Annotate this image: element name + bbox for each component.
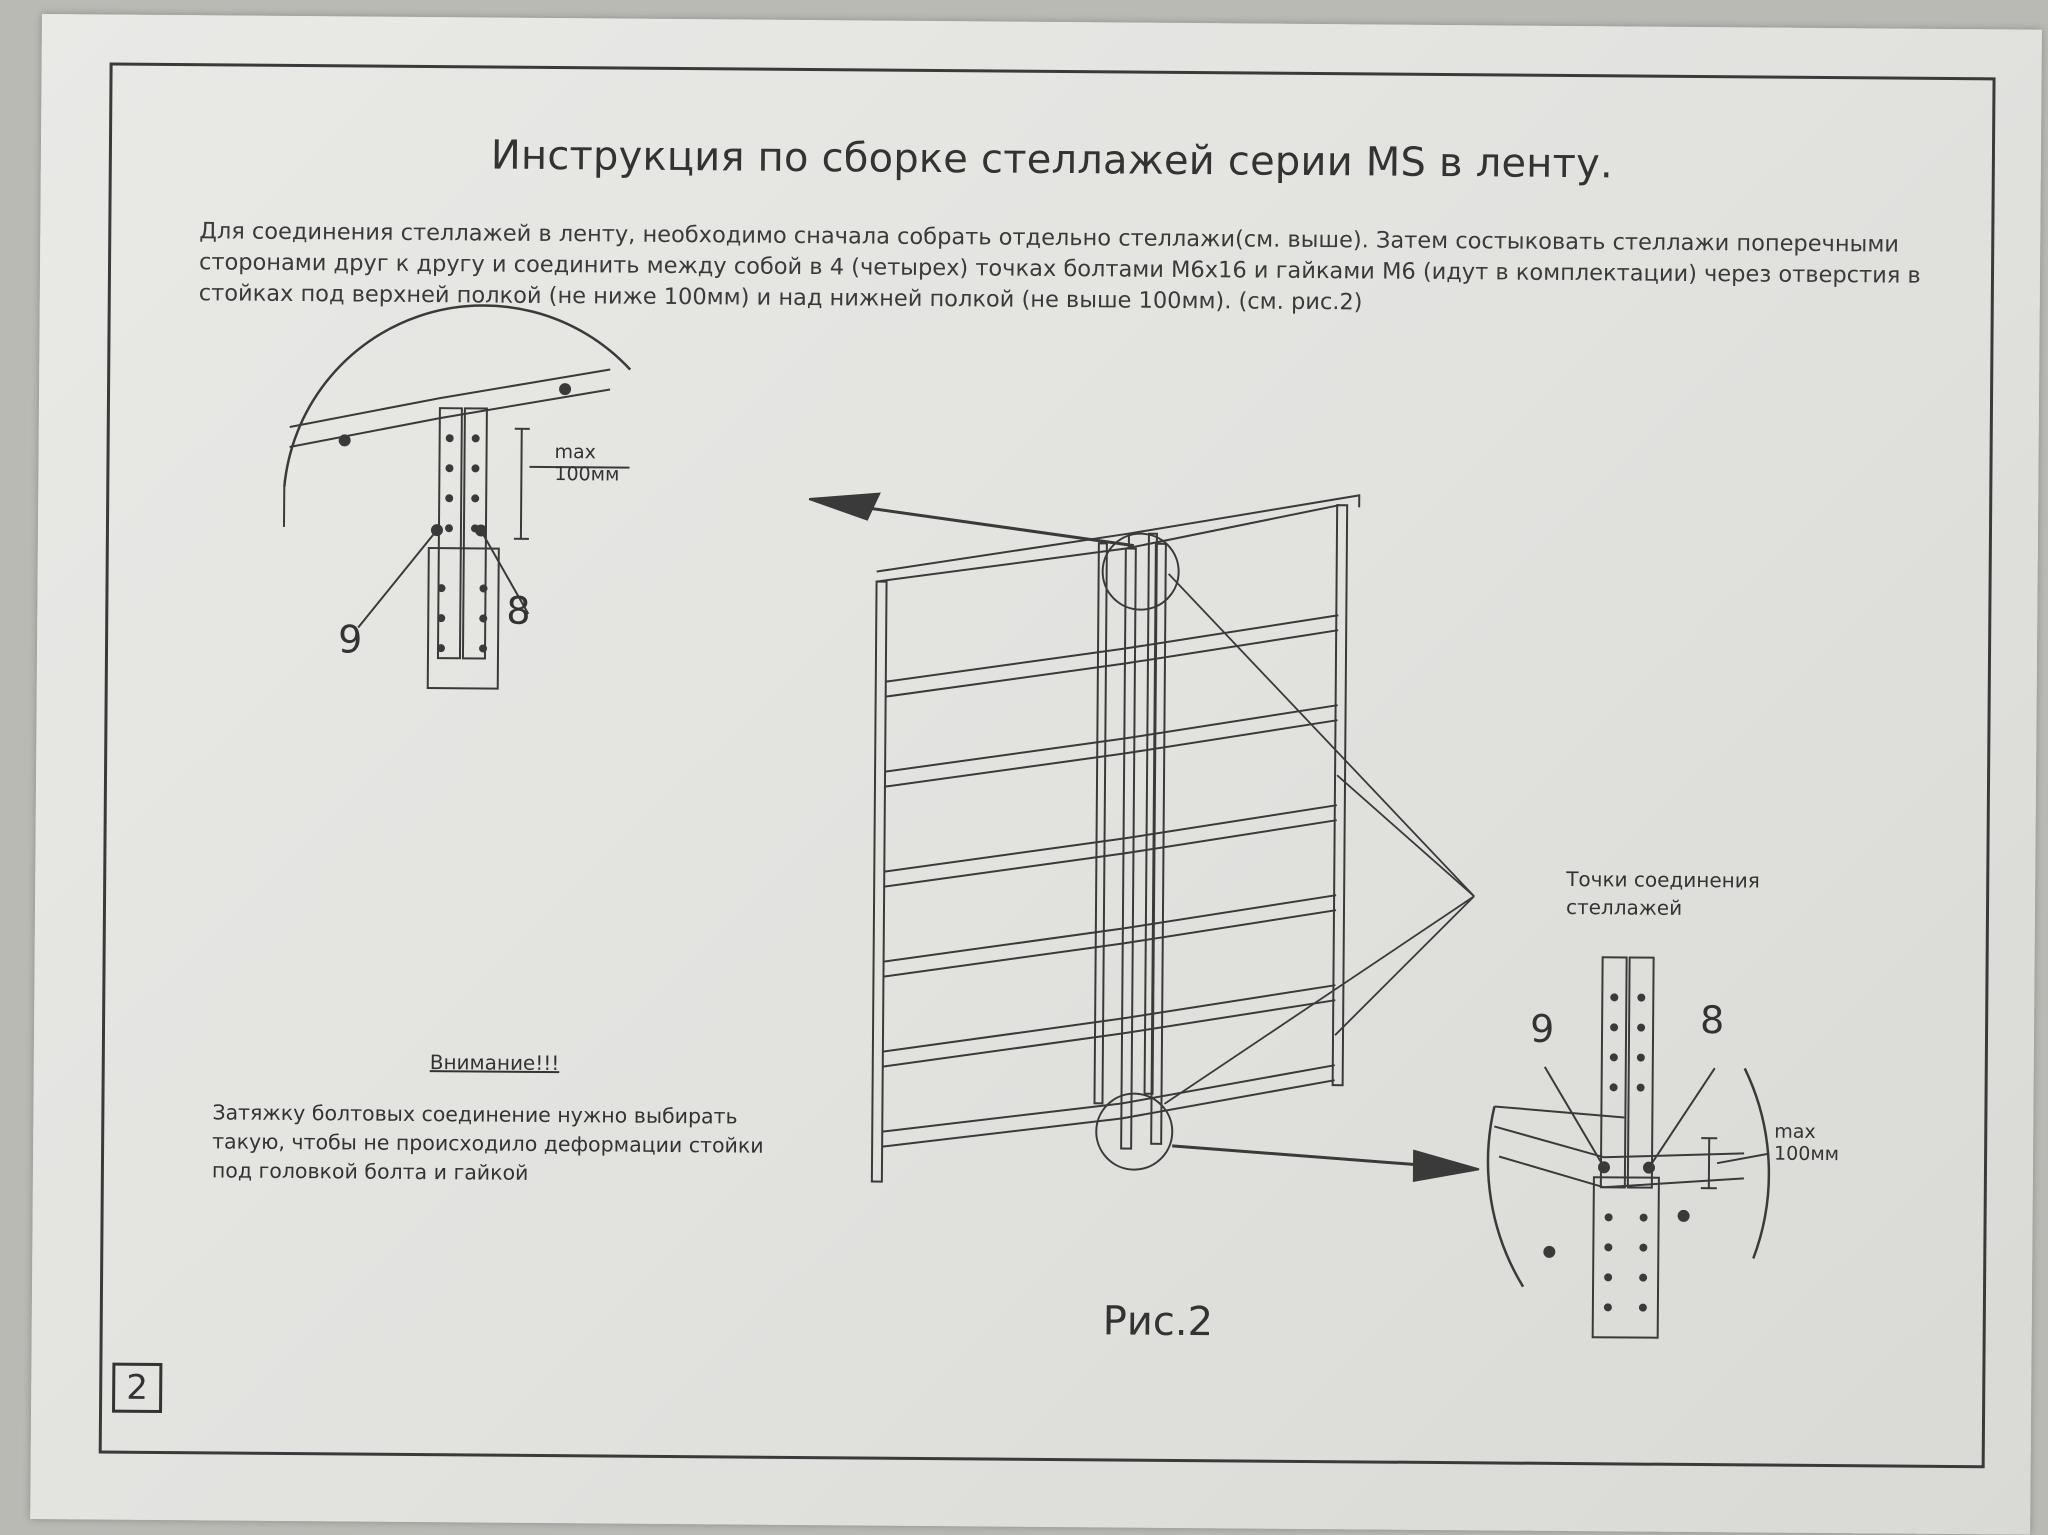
- instruction-page: Инструкция по сборке стеллажей серии MS …: [30, 14, 2042, 1535]
- top-max-word: max: [554, 441, 597, 464]
- page-frame: Инструкция по сборке стеллажей серии MS …: [98, 62, 1996, 1469]
- bottom-connection-detail: [1486, 956, 1771, 1339]
- warning-text: Затяжку болтовых соединение нужно выбира…: [211, 1100, 764, 1185]
- bottom-max-label: max 100мм: [1774, 1121, 1839, 1166]
- figure-caption: Рис.2: [1102, 1298, 1214, 1346]
- assembly-diagram: [282, 304, 1771, 1339]
- bottom-max-value: 100мм: [1774, 1142, 1840, 1166]
- top-callout-9: 9: [337, 617, 363, 662]
- top-max-value: 100мм: [554, 463, 620, 486]
- top-max-label: max 100мм: [554, 441, 619, 486]
- bottom-max-word: max: [1774, 1120, 1816, 1143]
- bottom-callout-8: 8: [1699, 998, 1725, 1043]
- page-number: 2: [112, 1362, 163, 1413]
- rack-drawing: [870, 494, 1480, 1183]
- bottom-callout-9: 9: [1529, 1006, 1555, 1051]
- top-connection-detail: [282, 304, 1135, 690]
- top-callout-8: 8: [506, 588, 531, 633]
- connection-points-label: Точки соединения стеллажей: [1565, 866, 1760, 920]
- warning-title: Внимание!!!: [429, 1050, 560, 1076]
